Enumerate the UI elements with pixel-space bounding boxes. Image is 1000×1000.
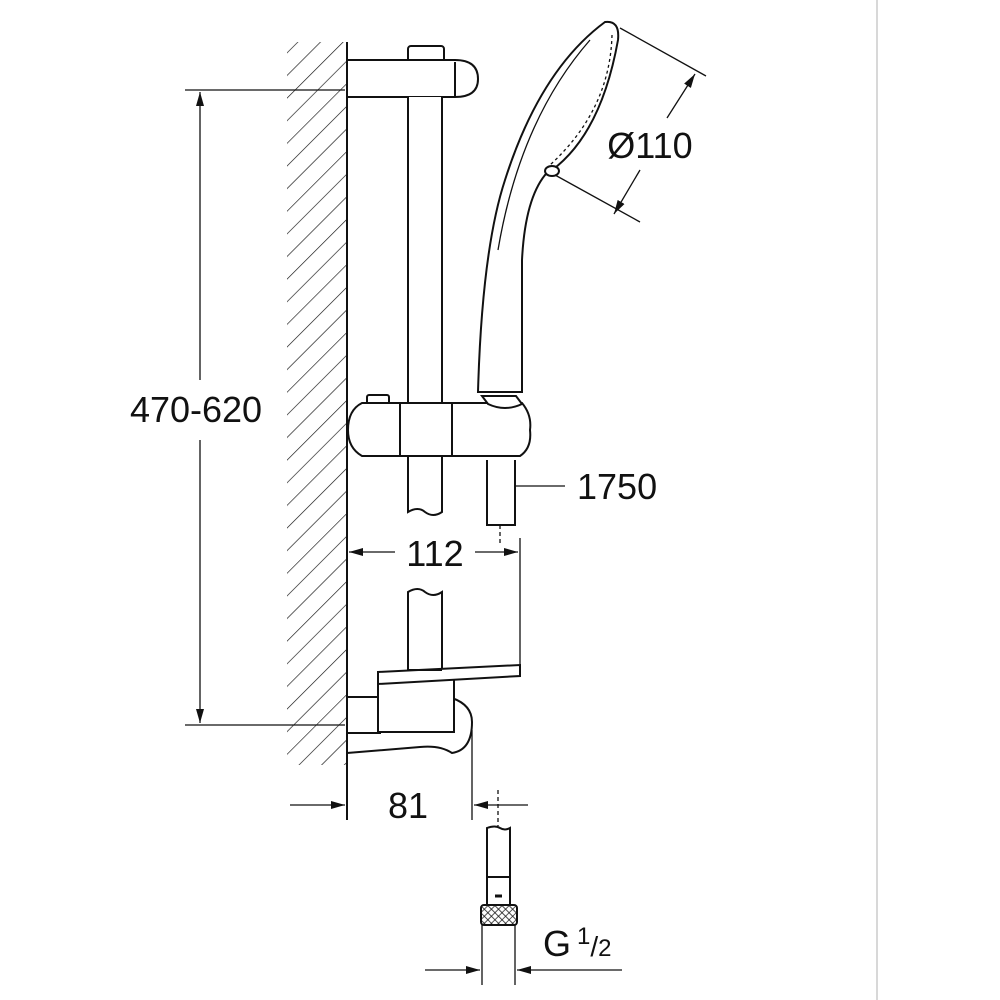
height-range-label: 470-620 <box>130 389 262 430</box>
top-wall-bracket <box>346 45 480 98</box>
hand-shower <box>476 20 620 393</box>
hose-connector <box>480 825 518 926</box>
dimension-rail-projection: 112 <box>349 525 521 668</box>
slide-rail <box>407 97 443 670</box>
rail-projection-label: 112 <box>406 533 463 574</box>
rail-slider <box>346 394 532 457</box>
dimension-height: 470-620 <box>130 89 345 726</box>
hose-length-label: 1750 <box>577 466 657 507</box>
shower-hose <box>486 460 565 526</box>
bracket-projection-label: 81 <box>388 785 428 826</box>
diameter-label: Ø110 <box>607 125 692 166</box>
wall <box>287 42 348 820</box>
dimension-bracket-projection: 81 <box>290 730 528 826</box>
dimension-diameter: Ø110 <box>554 27 707 223</box>
bottom-wall-bracket <box>346 663 521 755</box>
